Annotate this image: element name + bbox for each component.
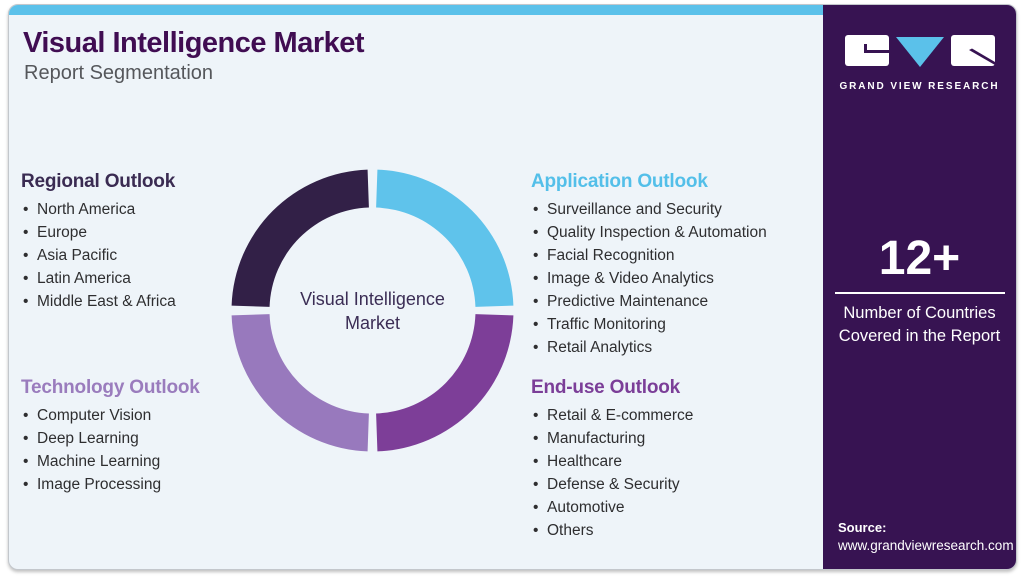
donut-center-label-line2: Market xyxy=(344,312,400,333)
source-url: www.grandviewresearch.com xyxy=(838,538,1014,553)
application-outlook-items: Surveillance and SecurityQuality Inspect… xyxy=(531,198,831,359)
report-card: Visual Intelligence Market Report Segmen… xyxy=(8,4,1017,570)
list-item: Computer Vision xyxy=(21,404,321,427)
list-item: Asia Pacific xyxy=(21,244,321,267)
list-item: Middle East & Africa xyxy=(21,290,321,313)
technology-outlook-items: Computer VisionDeep LearningMachine Lear… xyxy=(21,404,321,496)
countries-stat-value: 12+ xyxy=(878,232,961,285)
list-item: Quality Inspection & Automation xyxy=(531,221,831,244)
list-item: Image & Video Analytics xyxy=(531,267,831,290)
application-outlook-section: Application Outlook Surveillance and Sec… xyxy=(531,171,831,359)
list-item: Retail & E-commerce xyxy=(531,404,831,427)
enduse-outlook-title: End-use Outlook xyxy=(531,377,681,398)
list-item: Retail Analytics xyxy=(531,336,831,359)
page-title: Visual Intelligence Market xyxy=(23,27,365,59)
list-item: Latin America xyxy=(21,267,321,290)
stat-caption-line2: Covered in the Report xyxy=(838,327,1001,345)
source-block: Source: www.grandviewresearch.com xyxy=(838,520,1014,553)
list-item: Predictive Maintenance xyxy=(531,290,831,313)
top-accent-bar xyxy=(9,5,825,15)
list-item: Machine Learning xyxy=(21,450,321,473)
gvr-logo-icon xyxy=(844,35,995,67)
list-item: Traffic Monitoring xyxy=(531,313,831,336)
regional-outlook-items: North AmericaEuropeAsia PacificLatin Ame… xyxy=(21,198,321,313)
list-item: Surveillance and Security xyxy=(531,198,831,221)
list-item: North America xyxy=(21,198,321,221)
stat-divider xyxy=(834,292,1005,294)
regional-outlook-title: Regional Outlook xyxy=(21,171,176,192)
list-item: Manufacturing xyxy=(531,427,831,450)
regional-outlook-section: Regional Outlook North AmericaEuropeAsia… xyxy=(21,171,321,313)
list-item: Deep Learning xyxy=(21,427,321,450)
enduse-outlook-items: Retail & E-commerceManufacturingHealthca… xyxy=(531,404,831,542)
donut-center-label-line1: Visual Intelligence xyxy=(300,288,445,309)
technology-outlook-section: Technology Outlook Computer VisionDeep L… xyxy=(21,377,321,496)
list-item: Image Processing xyxy=(21,473,321,496)
list-item: Facial Recognition xyxy=(531,244,831,267)
application-outlook-title: Application Outlook xyxy=(531,171,708,192)
countries-stat: 12+ Number of Countries Covered in the R… xyxy=(823,231,1016,348)
countries-stat-caption: Number of Countries Covered in the Repor… xyxy=(823,302,1016,348)
source-label: Source: xyxy=(838,520,887,535)
list-item: Europe xyxy=(21,221,321,244)
sidebar: GRAND VIEW RESEARCH 12+ Number of Countr… xyxy=(823,5,1016,569)
list-item: Defense & Security xyxy=(531,473,831,496)
enduse-outlook-section: End-use Outlook Retail & E-commerceManuf… xyxy=(531,377,831,542)
technology-outlook-title: Technology Outlook xyxy=(21,377,200,398)
gvr-logo-text: GRAND VIEW RESEARCH xyxy=(839,81,1000,92)
list-item: Healthcare xyxy=(531,450,831,473)
segmentation-donut-chart: Visual Intelligence Market xyxy=(229,167,516,454)
page-subtitle: Report Segmentation xyxy=(24,62,214,84)
gvr-logo-block: GRAND VIEW RESEARCH xyxy=(823,31,1016,92)
donut-center-label: Visual Intelligence Market xyxy=(229,167,516,454)
list-item: Others xyxy=(531,519,831,542)
stat-caption-line1: Number of Countries xyxy=(843,304,996,322)
list-item: Automotive xyxy=(531,496,831,519)
